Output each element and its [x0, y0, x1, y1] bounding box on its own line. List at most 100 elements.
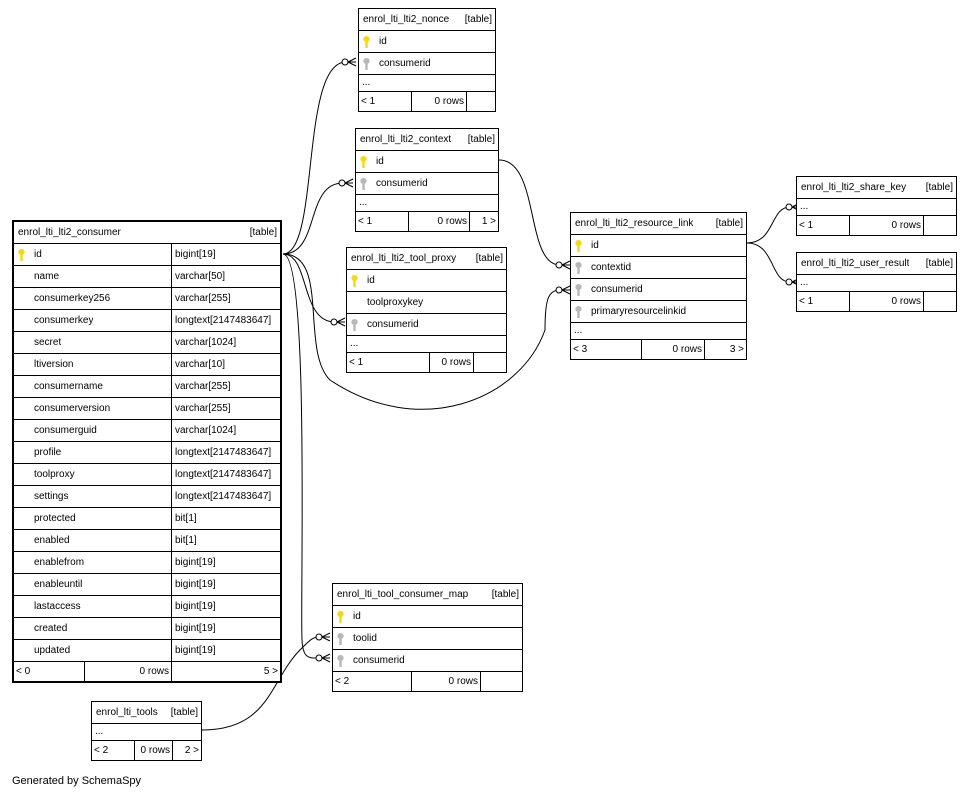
row-count: 0 rows — [134, 741, 172, 760]
table-type-tag: [table] — [925, 258, 953, 269]
children-count[interactable] — [923, 216, 956, 235]
foreign-key-icon — [575, 262, 582, 274]
primary-key-icon — [575, 240, 582, 252]
relationship-line — [282, 253, 336, 323]
table-name: enrol_lti_lti2_share_key — [801, 182, 907, 193]
column-row[interactable]: primaryresourcelinkid — [571, 301, 746, 323]
table-header: enrol_lti_lti2_user_result[table] — [797, 253, 956, 275]
children-count[interactable]: 5 > — [171, 662, 280, 681]
parents-count[interactable]: < 1 — [358, 216, 373, 227]
relationship-many-marker — [336, 317, 346, 327]
parents-count[interactable]: < 3 — [573, 344, 588, 355]
column-row[interactable]: toolproxykey — [347, 292, 506, 314]
primary-key-icon — [351, 275, 358, 287]
column-row[interactable]: consumerid — [333, 650, 522, 672]
parents-count[interactable]: < 1 — [361, 96, 376, 107]
table-type-tag: [table] — [464, 14, 492, 25]
children-count[interactable] — [466, 92, 495, 111]
parents-count[interactable]: < 2 — [94, 745, 109, 756]
column-row[interactable]: consumerid — [359, 53, 495, 75]
parents-count[interactable]: < 1 — [799, 296, 814, 307]
children-count[interactable]: 2 > — [172, 741, 201, 760]
relationship-many-marker — [344, 178, 354, 188]
column-row[interactable]: consumerid — [356, 173, 498, 195]
column-row[interactable]: toolid — [333, 628, 522, 650]
column-name: toolproxykey — [367, 297, 424, 308]
children-count[interactable]: 1 > — [469, 212, 498, 231]
parents-count[interactable]: < 1 — [349, 357, 364, 368]
column-name: id — [367, 275, 375, 286]
table-enrol-lti-lti2-context[interactable]: enrol_lti_lti2_context[table]id consumeri… — [355, 128, 499, 232]
column-row[interactable]: id — [356, 151, 498, 173]
primary-key-icon — [360, 156, 367, 168]
table-header: enrol_lti_lti2_nonce[table] — [359, 9, 495, 31]
column-row[interactable]: consumerid — [571, 279, 746, 301]
column-row[interactable]: id — [571, 235, 746, 257]
table-name: enrol_lti_lti2_resource_link — [575, 218, 694, 229]
relationship-optional-marker — [785, 203, 793, 211]
column-name: lastaccess — [34, 601, 81, 612]
column-name: protected — [34, 513, 76, 524]
generated-by-label: Generated by SchemaSpy — [12, 775, 142, 787]
column-type: bit[1] — [171, 530, 280, 551]
column-row[interactable]: contextid — [571, 257, 746, 279]
table-header: enrol_lti_lti2_context[table] — [356, 129, 498, 151]
children-count[interactable] — [923, 292, 956, 311]
table-footer: < 1 0 rows — [359, 92, 495, 111]
foreign-key-icon — [337, 655, 344, 667]
column-row[interactable]: id — [333, 606, 522, 628]
relationship-many-marker — [561, 260, 571, 270]
children-count[interactable] — [480, 672, 522, 691]
column-name: consumerguid — [34, 425, 97, 436]
column-row[interactable]: consumerid — [347, 314, 506, 336]
table-type-tag: [table] — [249, 227, 277, 238]
column-name: enablefrom — [34, 557, 85, 568]
column-row[interactable]: id — [359, 31, 495, 53]
column-name: primaryresourcelinkid — [591, 306, 687, 317]
relationship-line — [498, 159, 561, 266]
more-columns-ellipsis: ... — [571, 323, 746, 340]
parents-count[interactable]: < 1 — [799, 220, 814, 231]
column-name: created — [34, 623, 68, 634]
column-name: consumerkey256 — [34, 293, 111, 304]
row-count: 0 rows — [411, 92, 466, 111]
column-row[interactable]: id — [347, 270, 506, 292]
parents-count[interactable]: < 0 — [16, 666, 31, 677]
relationship-optional-marker — [341, 58, 349, 66]
children-count[interactable] — [473, 353, 506, 372]
children-count[interactable]: 3 > — [704, 340, 746, 359]
primary-key-icon — [337, 611, 344, 623]
column-name: id — [376, 156, 384, 167]
parents-count[interactable]: < 2 — [335, 676, 350, 687]
column-type: varchar[1024] — [171, 332, 280, 353]
relationship-line — [282, 61, 347, 255]
